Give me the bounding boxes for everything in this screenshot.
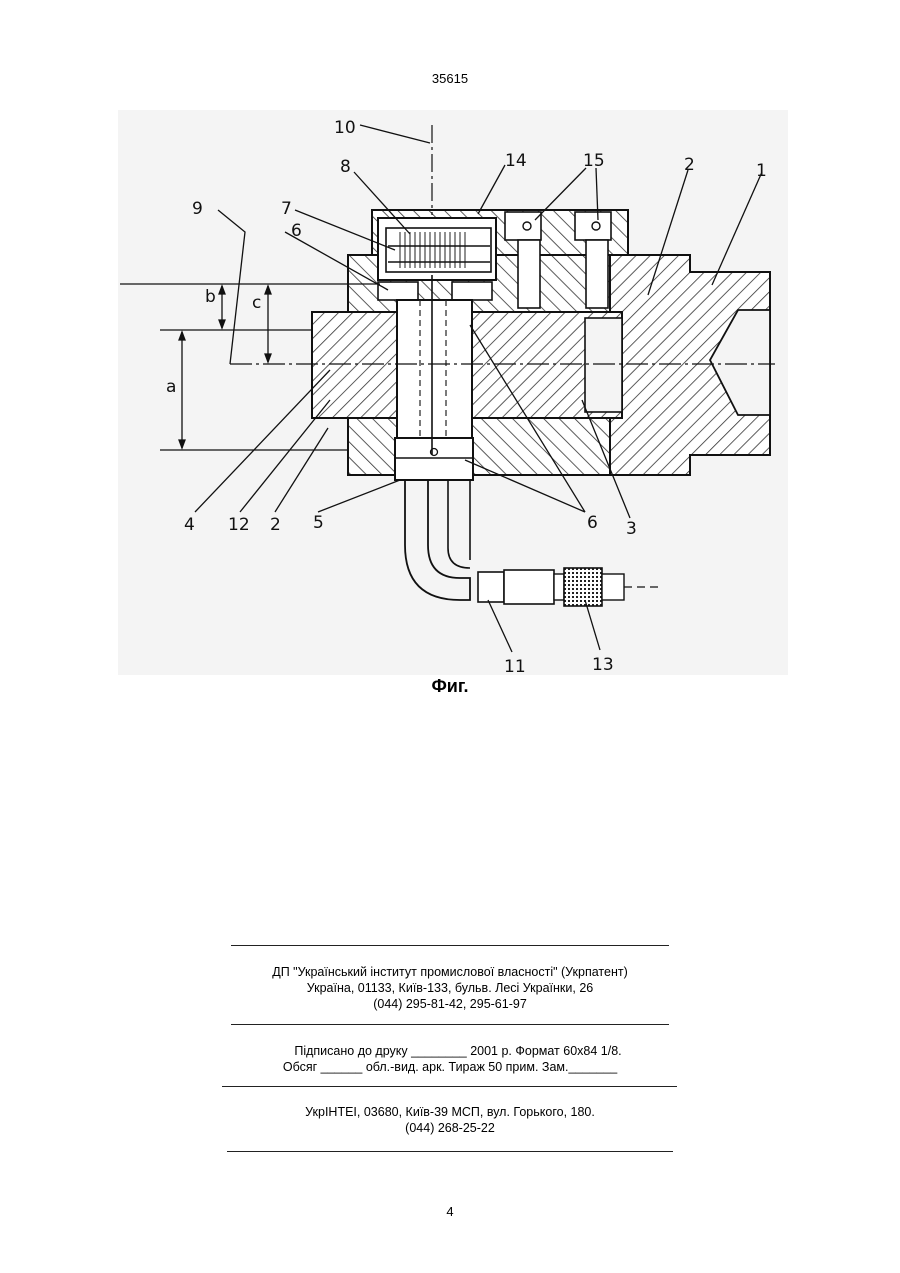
- divider: [231, 1024, 669, 1025]
- label-2-top: 2: [684, 155, 695, 175]
- divider: [222, 1086, 677, 1087]
- printer-address: УкрІНТЕІ, 03680, Київ-39 МСП, вул. Горьк…: [0, 1104, 900, 1120]
- label-12: 12: [228, 515, 250, 535]
- print-signed-line: Підписано до друку ________ 2001 р. Форм…: [0, 1043, 900, 1059]
- label-11: 11: [504, 657, 526, 677]
- label-8: 8: [340, 157, 351, 177]
- figure-caption: Фиг.: [0, 676, 900, 697]
- probe-shaft-5: [395, 275, 473, 480]
- label-6-bottom: 6: [587, 513, 598, 533]
- printer-phone: (044) 268-25-22: [0, 1120, 900, 1136]
- label-13: 13: [592, 655, 614, 675]
- label-c: c: [252, 293, 261, 313]
- print-volume-line: Обсяг ______ обл.-вид. арк. Тираж 50 при…: [0, 1059, 900, 1075]
- printer-block: УкрІНТЕІ, 03680, Київ-39 МСП, вул. Горьк…: [0, 1104, 900, 1136]
- print-info-block: Підписано до друку ________ 2001 р. Форм…: [0, 1043, 900, 1075]
- technical-drawing: 10 14 15 2 1 8 9 7 6 b c a 4 12 2 5 6 3 …: [0, 0, 900, 700]
- label-15: 15: [583, 151, 605, 171]
- divider: [227, 1151, 673, 1152]
- label-3: 3: [626, 519, 637, 539]
- label-2-bottom: 2: [270, 515, 281, 535]
- divider: [231, 945, 669, 946]
- label-b: b: [205, 287, 216, 307]
- label-7: 7: [281, 199, 292, 219]
- label-6-top: 6: [291, 221, 302, 241]
- publisher-block: ДП "Український інститут промислової вла…: [0, 964, 900, 1012]
- label-1: 1: [756, 161, 767, 181]
- publisher-address: Україна, 01133, Київ-133, бульв. Лесі Ук…: [0, 980, 900, 996]
- label-a: a: [166, 377, 176, 397]
- label-4: 4: [184, 515, 195, 535]
- label-9: 9: [192, 199, 203, 219]
- label-5: 5: [313, 513, 324, 533]
- label-10: 10: [334, 118, 356, 138]
- page-number: 4: [0, 1204, 900, 1219]
- label-14: 14: [505, 151, 527, 171]
- publisher-line: ДП "Український інститут промислової вла…: [0, 964, 900, 980]
- publisher-phone: (044) 295-81-42, 295-61-97: [0, 996, 900, 1012]
- housing-body-1: [610, 255, 770, 475]
